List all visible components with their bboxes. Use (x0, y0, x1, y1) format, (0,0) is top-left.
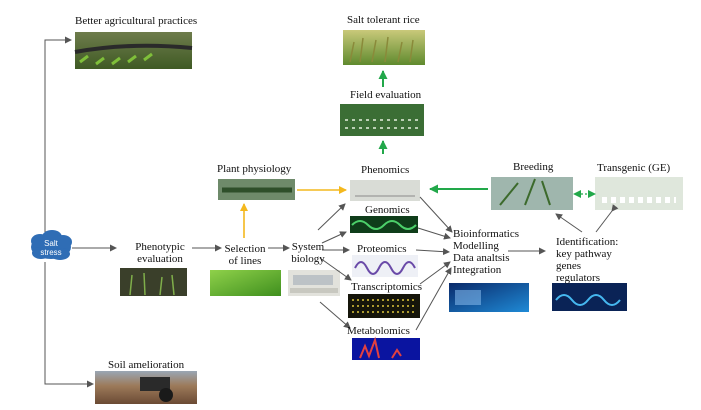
arrow-to-transcriptomics (319, 257, 352, 281)
arrow-genomics-bioinfo (417, 227, 451, 240)
label-proteomics: Proteomics (357, 243, 407, 255)
label-selection-of-lines: Selection of lines (219, 243, 271, 267)
label-transgenic: Transgenic (GE) (597, 162, 671, 174)
photo-genomics (350, 216, 418, 233)
label-identification: Identification: key pathway genes regula… (556, 236, 636, 284)
identification-line-3: genes (556, 260, 582, 272)
label-system-biology: System biology (288, 241, 328, 265)
photo-plant-physiology (218, 179, 295, 200)
photo-metabolomics (352, 336, 420, 360)
photo-bioinformatics (449, 283, 529, 312)
photo-breeding (491, 177, 573, 210)
arrow-identification-transgenic (595, 204, 619, 233)
green-arrows (378, 70, 488, 194)
label-salt-tolerant-rice: Salt tolerant rice (347, 14, 420, 26)
arrow-to-metabolomics (319, 301, 351, 329)
label-better-agri: Better agricultural practices (75, 15, 198, 27)
photo-phenomics (350, 180, 420, 201)
system-line2: biology (291, 253, 325, 265)
identification-line-2: key pathway (556, 248, 612, 260)
photo-identification (552, 283, 627, 311)
yellow-arrows (240, 186, 347, 238)
salt-stress-line2: stress (40, 248, 62, 257)
arrow-to-soil (44, 262, 94, 388)
photo-selection-of-lines (210, 270, 281, 296)
identification-line-1: Identification: (556, 236, 619, 248)
bioinfo-line-1: Bioinformatics (453, 228, 519, 240)
label-field-evaluation: Field evaluation (350, 89, 422, 101)
gray-arrows (44, 36, 583, 388)
bioinfo-line-2: Modelling (453, 240, 499, 252)
label-genomics: Genomics (365, 204, 410, 216)
photo-computer (288, 270, 340, 296)
salt-stress-line1: Salt (44, 239, 58, 248)
arrow-to-breeding (555, 213, 583, 233)
bioinfo-line-4: Integration (453, 264, 502, 276)
label-transcriptomics: Transcriptomics (351, 281, 423, 293)
arrow-phenomics-bioinfo (419, 196, 453, 233)
photo-field-evaluation (340, 104, 424, 136)
arrow-to-phenomics (317, 203, 346, 231)
arrow-to-genomics (321, 231, 347, 244)
photo-salt-tolerant-rice (343, 30, 425, 65)
phenotypic-line1: Phenotypic (135, 241, 185, 253)
selection-line1: Selection (224, 243, 266, 255)
label-plant-physiology: Plant physiology (217, 163, 292, 175)
phenotypic-line2: evaluation (137, 253, 183, 265)
salt-stress-label: Salt stress (34, 239, 68, 257)
label-bioinformatics: Bioinformatics Modelling Data analtsis I… (453, 228, 543, 276)
label-breeding: Breeding (513, 161, 554, 173)
identification-line-4: regulators (556, 272, 600, 284)
photo-transgenic (595, 177, 683, 210)
label-phenotypic-evaluation: Phenotypic evaluation (130, 241, 190, 265)
arrow-transcriptomics-bioinfo (419, 261, 451, 285)
label-metabolomics: Metabolomics (347, 325, 410, 337)
photo-phenotypic-evaluation (120, 268, 187, 296)
arrow-metabolomics-bioinfo (415, 267, 452, 331)
system-line1: System (291, 241, 325, 253)
photo-transcriptomics (348, 294, 420, 318)
salt-stress-cloud (31, 230, 72, 260)
bioinfo-line-3: Data analtsis (453, 252, 510, 264)
arrow-proteomics-bioinfo (415, 248, 450, 256)
selection-line2: of lines (228, 255, 262, 267)
label-soil-amelioration: Soil amelioration (108, 359, 185, 371)
photo-proteomics (352, 255, 418, 277)
photo-better-agri (74, 32, 193, 69)
photo-soil-amelioration (95, 371, 197, 404)
label-phenomics: Phenomics (361, 164, 410, 176)
arrow-to-better-agri (44, 36, 72, 232)
